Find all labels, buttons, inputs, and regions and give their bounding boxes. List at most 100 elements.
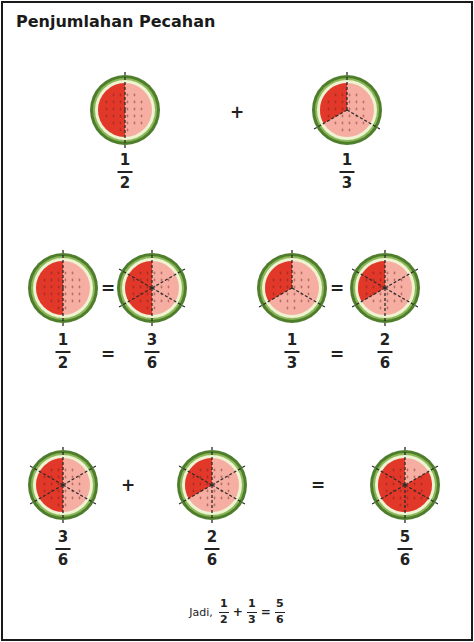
melon-seed [294,286,296,289]
melon-seed [58,504,60,507]
fraction-denominator: 6 [400,552,410,569]
melon-seed [133,279,135,282]
melon-seed [140,286,142,289]
cut-line [404,485,405,523]
cut-line [62,250,63,288]
fraction-numerator: 5 [400,529,410,546]
melon-seed [127,94,129,97]
melon-seed [363,115,365,118]
melon-seed [79,497,81,500]
melon-rind [28,450,98,520]
melon-seed [113,94,115,97]
operator-sign: = [330,346,344,363]
melon-seed [335,122,337,125]
melon-seed [127,122,129,125]
fraction-bar [219,612,229,613]
melon-seed [393,469,395,472]
melon-rind [177,450,247,520]
melon-seed [373,286,375,289]
melon-seed [51,483,53,486]
melon-seed [287,300,289,303]
melon-seed [134,94,136,97]
melon-seed [65,293,67,296]
fraction-denominator: 2 [120,175,130,192]
cut-line [211,485,212,523]
melon-seed [127,108,129,111]
fraction-bar [340,171,355,173]
watermelon-slice [177,447,247,523]
melon-seed [147,307,149,310]
melon-seed [72,272,74,275]
melon-seed [58,476,60,479]
melon-seed [79,286,81,289]
melon-seed [58,279,60,282]
melon-seed [141,115,143,118]
melon-seed [349,94,351,97]
melon-seed [51,286,53,289]
melon-seed [141,108,143,111]
melon-seed [287,272,289,275]
fraction: 13 [340,152,355,193]
melon-seed [44,483,46,486]
melon-seed [207,483,209,486]
melon-seed [356,108,358,111]
melon-seed [221,483,223,486]
operator-sign: + [230,104,244,121]
melon-seed [342,129,344,132]
melon-seed [161,286,163,289]
fraction-denominator: 6 [207,552,217,569]
melon-seed [349,129,351,132]
cut-line [212,466,245,485]
melon-seed [79,490,81,493]
cut-line [63,485,96,504]
melon-seed [58,300,60,303]
fraction-denominator: 6 [147,355,157,372]
melon-seed [380,279,382,282]
melon-rind [117,253,187,323]
melon-seed [328,115,330,118]
fraction-numerator: 3 [147,332,157,349]
melon-seed [106,108,108,111]
melon-seed [380,272,382,275]
melon-seed [401,293,403,296]
cut-line [62,447,63,485]
melon-seed [113,101,115,104]
watermelon-slice [117,250,187,326]
melon-seed [58,469,60,472]
melon-seed [393,483,395,486]
melon-seed [294,293,296,296]
melon-seed [228,483,230,486]
melon-seed [44,286,46,289]
melon-seed [79,300,81,303]
melon-seed [349,101,351,104]
fraction-denominator: 2 [58,355,68,372]
melon-seed [154,272,156,275]
melon-seed [65,476,67,479]
fraction: 13 [285,332,300,373]
melon-seed [113,108,115,111]
melon-seed [51,279,53,282]
melon-seed [349,122,351,125]
cut-line [62,288,63,326]
melon-seed [407,469,409,472]
melon-seed [380,307,382,310]
melon-seed [154,293,156,296]
fraction: 56 [275,598,285,626]
fraction-bar [205,548,220,550]
watermelon-slice [370,447,440,523]
fraction: 36 [145,332,160,373]
fraction-denominator: 6 [380,355,390,372]
melon-rind [312,75,382,145]
cut-line [346,72,347,110]
melon-seed [294,279,296,282]
melon-seed [214,469,216,472]
melon-seed [72,300,74,303]
melon-seed [200,483,202,486]
melon-seed [280,286,282,289]
fraction-denominator: 3 [248,614,256,627]
melon-seed [387,272,389,275]
melon-seed [328,101,330,104]
melon-seed [154,279,156,282]
melon-seed [421,476,423,479]
melon-rind [350,253,420,323]
